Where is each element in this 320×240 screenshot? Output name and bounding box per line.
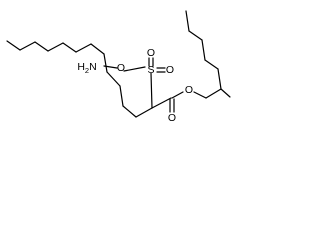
chemical-structure: H2N O S O O O O [6, 10, 231, 124]
bond-butyl-5 [185, 10, 190, 32]
atom-label-amine: H2N [77, 61, 96, 75]
bond-c-o-ester [171, 91, 184, 99]
alkyl-chain-bonds [6, 40, 153, 118]
chain-bond-10 [119, 85, 124, 107]
chain-bond-1 [6, 40, 21, 51]
atom-labels: H2N O S O O O O [77, 47, 193, 124]
chain-bond-5 [62, 42, 77, 53]
chain-bond-8 [103, 53, 108, 73]
bond-o-n [103, 65, 118, 69]
bond-butyl-3 [201, 39, 206, 61]
chain-bond-12 [135, 107, 153, 118]
atom-label-sulfonyl-oxygen-right: O [166, 64, 174, 76]
chain-bond-2 [19, 41, 36, 51]
bond-ch-butyl-1 [217, 68, 222, 90]
atom-label-sulfonyl-oxygen-top: O [147, 47, 155, 59]
atom-label-ester-oxygen: O [185, 84, 193, 96]
bond-butyl-2 [204, 59, 219, 70]
chain-bond-4 [47, 42, 64, 52]
chain-bond-6 [75, 43, 92, 53]
chain-bond-9 [106, 71, 121, 87]
chain-bond-3 [34, 41, 49, 52]
bond-calpha-s [150, 72, 153, 109]
bond-ch2-ch [205, 88, 222, 99]
chain-bond-11 [122, 105, 137, 118]
atom-label-carbonyl-oxygen: O [168, 112, 176, 124]
bond-o-ch2 [193, 91, 207, 99]
atom-label-amine-oxygen: O [117, 62, 125, 74]
bond-calpha-ccarbonyl [151, 97, 172, 109]
chain-bond-7 [90, 43, 105, 55]
bond-s-o-left [123, 66, 146, 72]
bond-butyl-4 [188, 30, 203, 41]
bond-ch-ethyl-1 [220, 88, 231, 98]
atom-label-sulfur: S [147, 64, 154, 76]
